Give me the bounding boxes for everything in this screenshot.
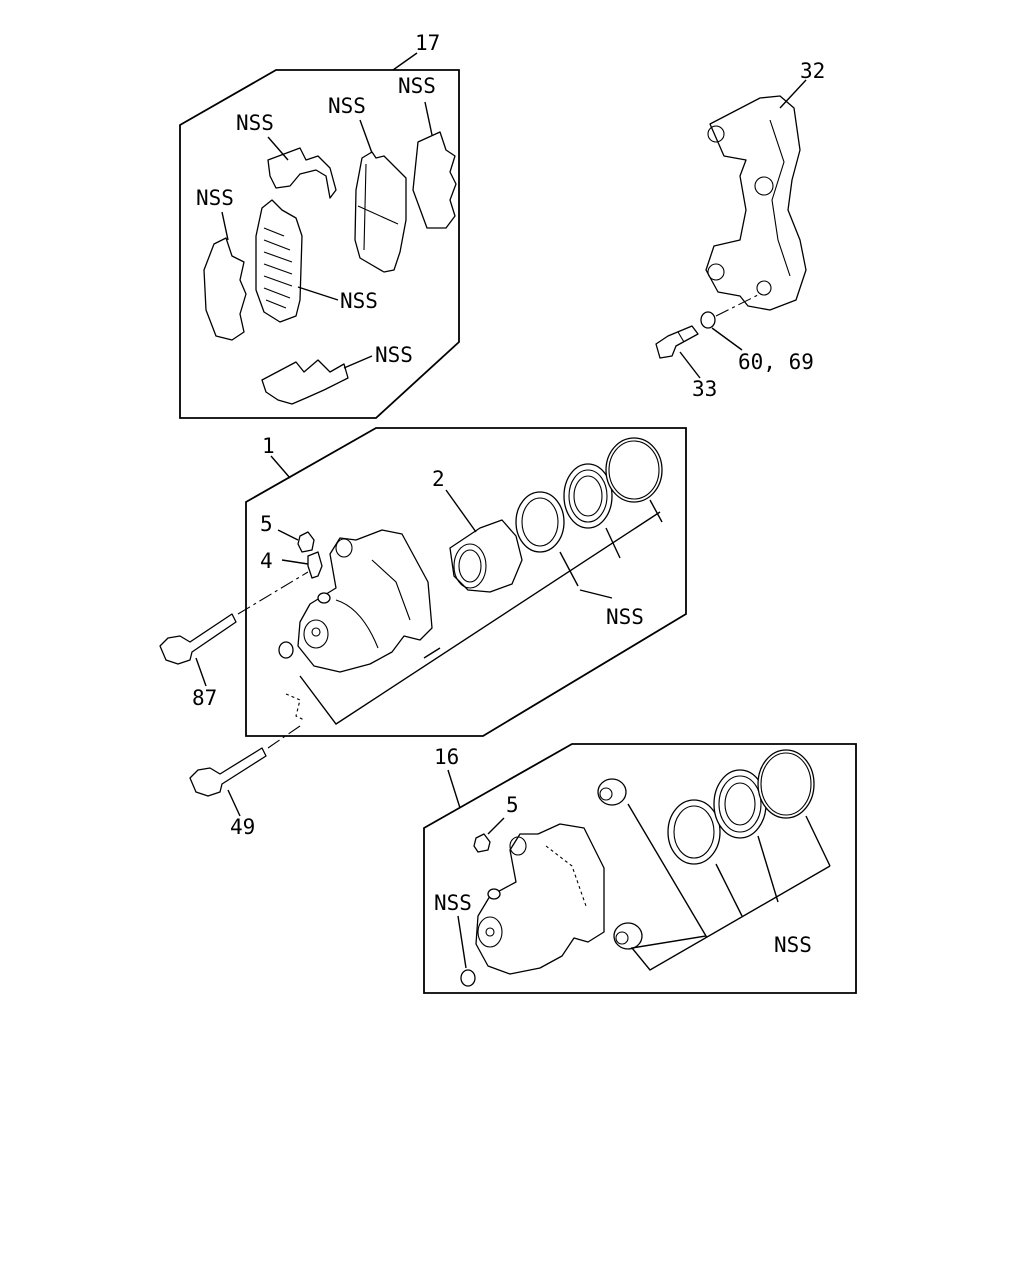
- caliper-inlet-port: [317, 592, 331, 604]
- guide-bolt-49-group: 49: [189, 725, 301, 839]
- callout-5: 5: [260, 512, 273, 536]
- pad-shim-outer-right: [412, 131, 457, 229]
- callout-32: 32: [800, 59, 825, 83]
- caliper-bracket-group: 32: [705, 59, 825, 311]
- callout-nss-3: NSS: [236, 111, 274, 135]
- callout-nss-9: NSS: [774, 933, 812, 957]
- caliper-assembly-16-group: 16 5 NSS NSS: [423, 743, 857, 994]
- callout-60-69: 60, 69: [738, 350, 814, 374]
- callout-nss-6: NSS: [375, 343, 413, 367]
- piston-seal-16: [667, 799, 721, 865]
- callout-17: 17: [415, 31, 440, 55]
- guide-bolt-87-group: 87: [159, 571, 309, 710]
- washer-60-69: [700, 311, 716, 329]
- caliper-piston: [449, 519, 523, 593]
- callout-16: 16: [434, 745, 459, 769]
- caliper-body-16: [475, 823, 605, 975]
- callout-49: 49: [230, 815, 255, 839]
- pad-kit-group: 17 NSS NSS NSS NSS NSS: [179, 31, 460, 419]
- callout-nss-1: NSS: [398, 74, 436, 98]
- pad-friction-slots: [263, 227, 293, 309]
- bracket-bolt-group: 33 60, 69: [655, 293, 814, 401]
- callout-nss-2: NSS: [328, 94, 366, 118]
- caliper-16-sleeve: [460, 969, 476, 987]
- brake-pad-left: [255, 199, 303, 323]
- callout-4: 4: [260, 549, 273, 573]
- callout-5-b: 5: [506, 793, 519, 817]
- callout-nss-8: NSS: [434, 891, 472, 915]
- guide-bolt-49: [189, 747, 267, 797]
- bracket-bolt-33: [655, 325, 699, 359]
- callout-nss-4: NSS: [340, 289, 378, 313]
- callout-1: 1: [262, 434, 275, 458]
- piston-seal: [515, 491, 565, 553]
- caliper-assembly-group: 1 4 5 2: [245, 427, 687, 737]
- pad-shim-left: [203, 237, 247, 341]
- caliper-assembly-16-frame: [423, 743, 857, 994]
- caliper-body: [297, 529, 433, 673]
- bleeder-cap: [297, 531, 315, 553]
- boot-ring-16: [757, 749, 815, 819]
- dust-boot: [563, 463, 613, 529]
- pad-kit-frame: [179, 69, 460, 419]
- callout-nss-5: NSS: [196, 186, 234, 210]
- caliper-bracket: [705, 95, 807, 311]
- callout-87: 87: [192, 686, 217, 710]
- pad-clip-upper: [267, 147, 337, 199]
- callout-33: 33: [692, 377, 717, 401]
- brake-pad-right: [354, 151, 407, 273]
- bleeder-screw: [307, 551, 323, 579]
- pad-clip-lower: [261, 359, 349, 405]
- callout-2: 2: [432, 467, 445, 491]
- caliper-sleeve: [278, 641, 294, 659]
- callout-nss-7: NSS: [606, 605, 644, 629]
- caliper-16-inlet-port: [487, 888, 501, 900]
- guide-bolt-87: [159, 613, 237, 665]
- caliper-assembly-frame: [245, 427, 687, 737]
- boot-ring: [605, 437, 663, 503]
- bleeder-cap-16: [473, 833, 491, 853]
